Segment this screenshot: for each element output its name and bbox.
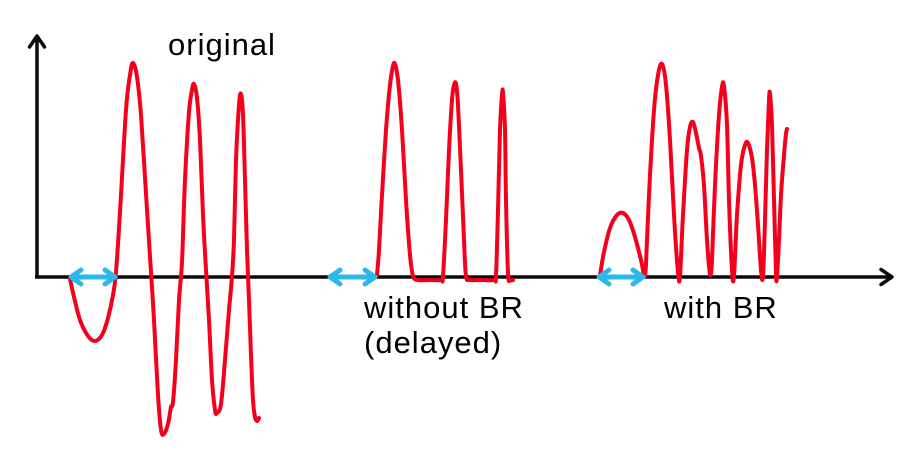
label-without-br-line1: without BR [364, 290, 524, 325]
label-without-br-line2: (delayed) [364, 325, 503, 360]
waveform-original [68, 61, 261, 437]
label-without-br: without BR (delayed) [364, 290, 524, 360]
label-with-br: with BR [664, 290, 778, 325]
waveform-with-br [598, 61, 789, 284]
waveform-without-br [375, 60, 515, 284]
label-original: original [168, 27, 276, 62]
